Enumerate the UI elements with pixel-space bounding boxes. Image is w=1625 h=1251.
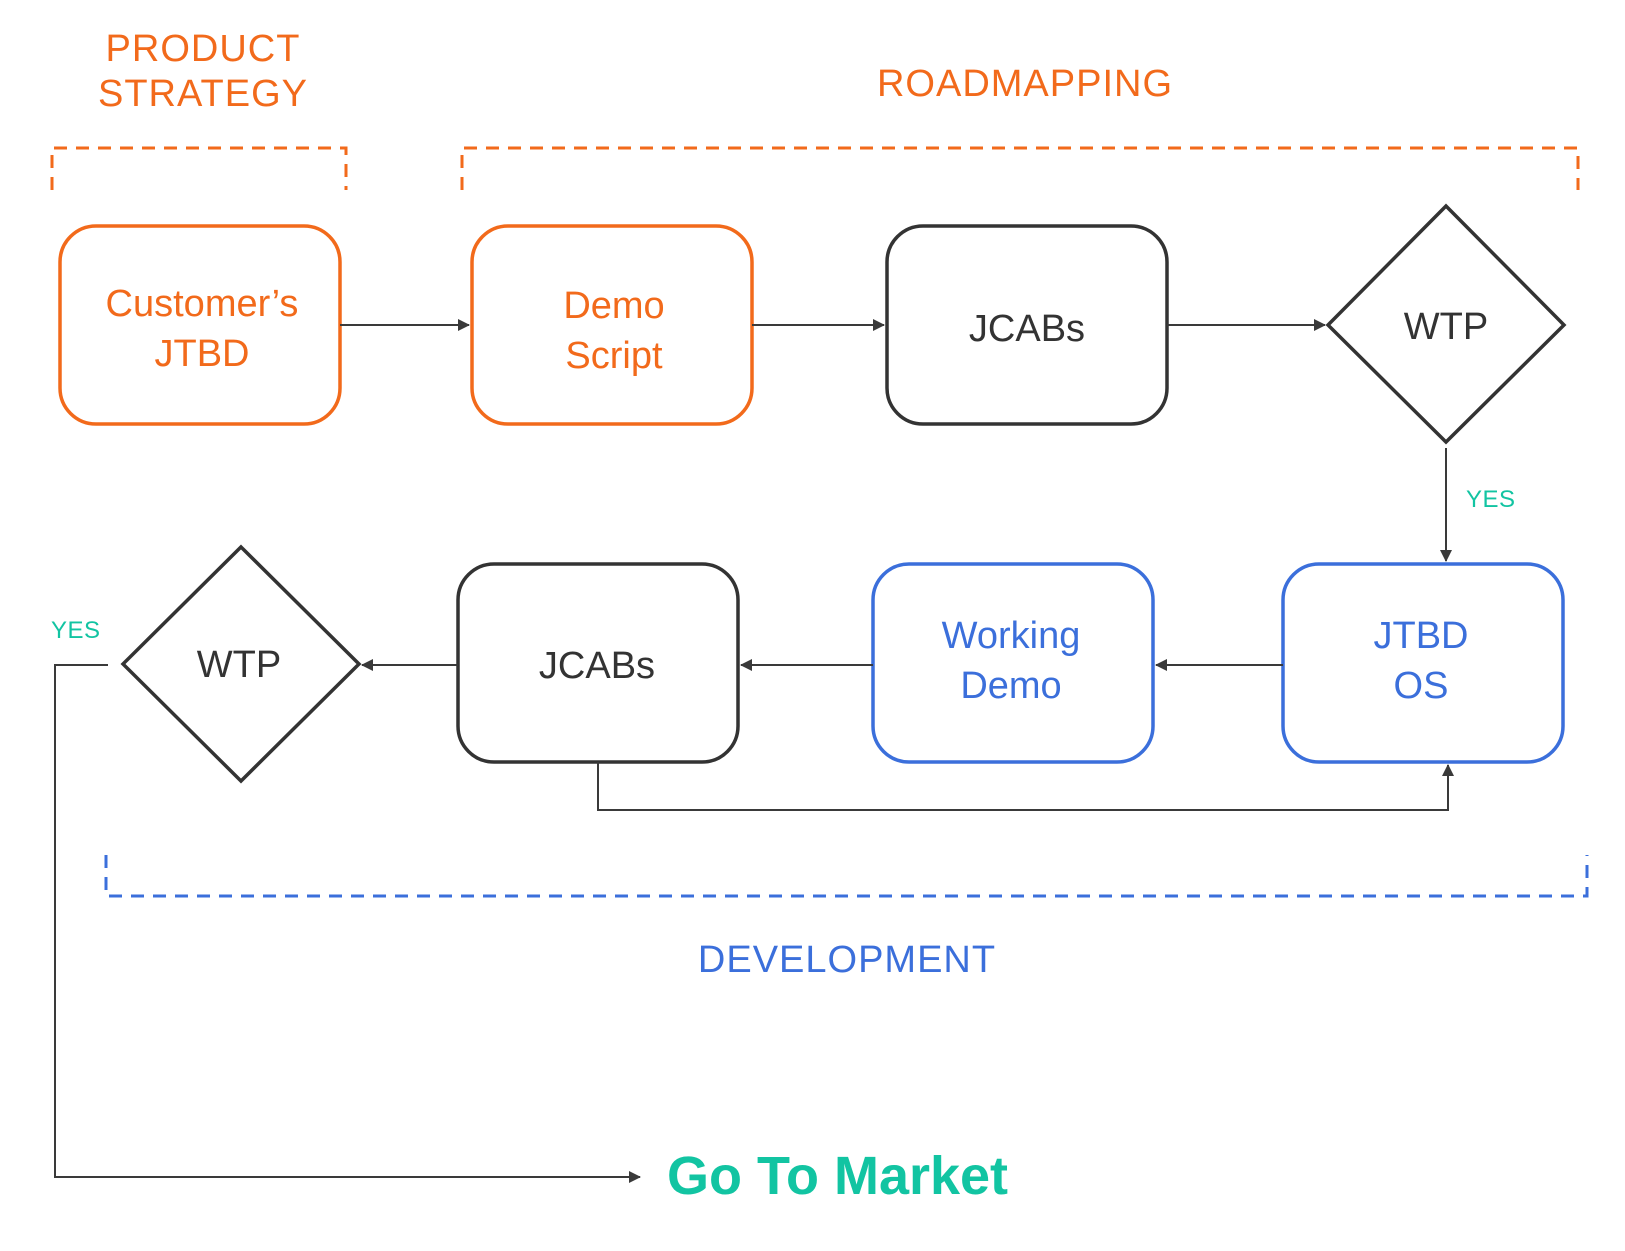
node-jcabs-top-label: JCABs [969, 308, 1085, 350]
node-jcabs-top: JCABs [885, 224, 1169, 426]
edge-jcabs-loop-to-jtbd-os [597, 762, 1454, 811]
node-working-demo-box [871, 562, 1155, 764]
node-customers-jtbd-box [58, 224, 342, 426]
section-title-product-strategy-line2: STRATEGY [98, 73, 308, 115]
node-working-demo-label-2: Demo [960, 665, 1061, 707]
development-bracket [104, 855, 1589, 898]
node-customers-jtbd: Customer’s JTBD [58, 224, 342, 426]
node-jtbd-os: JTBD OS [1281, 562, 1565, 764]
section-title-product-strategy-line1: PRODUCT [106, 28, 301, 70]
node-jtbd-os-label-2: OS [1394, 665, 1449, 707]
section-title-roadmapping: ROADMAPPING [877, 63, 1173, 105]
product-strategy-bracket [50, 146, 348, 190]
node-demo-script-label-2: Script [565, 335, 663, 377]
node-working-demo: Working Demo [871, 562, 1155, 764]
node-wtp-top-label: WTP [1404, 306, 1488, 348]
node-wtp-bottom-label: WTP [197, 644, 281, 686]
node-wtp-top: WTP [1325, 203, 1567, 445]
node-demo-script-label-1: Demo [563, 285, 664, 327]
node-customers-jtbd-label-1: Customer’s [106, 283, 299, 325]
yes-label-left: YES [51, 617, 101, 644]
node-jcabs-bottom-label: JCABs [539, 645, 655, 687]
yes-label-right: YES [1466, 486, 1516, 513]
node-customers-jtbd-label-2: JTBD [155, 333, 250, 375]
node-wtp-bottom-diamond [120, 544, 362, 784]
node-wtp-bottom: WTP [120, 544, 362, 784]
section-title-development: DEVELOPMENT [698, 939, 996, 981]
node-jtbd-os-label-1: JTBD [1374, 615, 1469, 657]
node-demo-script: Demo Script [470, 224, 754, 426]
edge-wtp-bottom-to-go-to-market [54, 664, 641, 1183]
node-working-demo-label-1: Working [942, 615, 1081, 657]
node-jtbd-os-box [1281, 562, 1565, 764]
node-jcabs-bottom: JCABs [456, 562, 740, 764]
roadmapping-bracket [460, 146, 1580, 190]
node-wtp-top-diamond [1325, 203, 1567, 445]
go-to-market-label: Go To Market [667, 1146, 1008, 1206]
